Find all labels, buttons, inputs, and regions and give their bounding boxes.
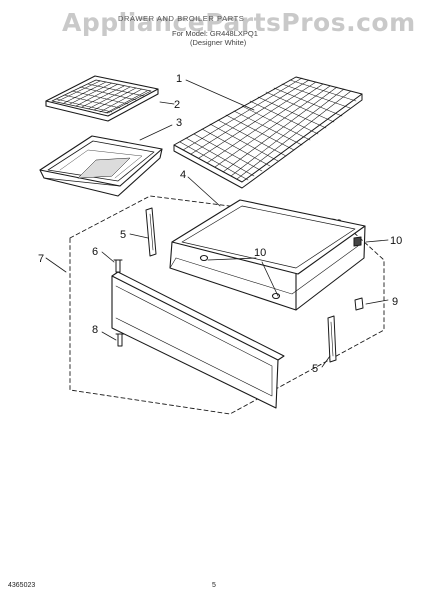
callout-part-7: 7: [38, 253, 44, 265]
callout-part-5a: 5: [120, 229, 126, 241]
callout-part-9: 9: [392, 296, 398, 308]
callout-part-4: 4: [180, 169, 186, 181]
oven-rack: [173, 76, 363, 189]
storage-drawer: [169, 199, 366, 311]
document-number: 4365023: [8, 582, 36, 589]
drawer-slide-left: [145, 207, 157, 257]
callout-labels: 1 2 3 4 5 6 7 8 9 10 10 5: [38, 73, 402, 375]
callout-part-2: 2: [174, 99, 180, 111]
callout-part-6: 6: [92, 246, 98, 258]
callout-part-1: 1: [176, 73, 182, 85]
page-number: 5: [212, 582, 216, 589]
screw-top: [113, 259, 123, 273]
drawer-slide-right: [327, 315, 337, 363]
drawer-assembly-outline: [69, 195, 385, 415]
drawer-front-panel: [111, 271, 285, 409]
broiler-grid: [45, 75, 159, 122]
callout-part-10a: 10: [390, 235, 402, 247]
diagram-title: DRAWER AND BROILER PARTS: [118, 14, 245, 23]
callout-part-3: 3: [176, 117, 182, 129]
watermark: AppliancePartsPros.com: [62, 8, 416, 37]
callout-part-5b: 5: [312, 363, 318, 375]
callout-part-8: 8: [92, 324, 98, 336]
drawer-bumper: [353, 236, 362, 247]
model-color: (Designer White): [190, 38, 247, 47]
model-number: For Model: GR448LXPQ1: [172, 29, 258, 38]
drawer-clip: [354, 297, 364, 311]
screw-bottom: [115, 333, 125, 347]
broiler-pan: [39, 135, 163, 197]
callout-part-10b: 10: [254, 247, 266, 259]
leader-lines: [45, 79, 389, 368]
